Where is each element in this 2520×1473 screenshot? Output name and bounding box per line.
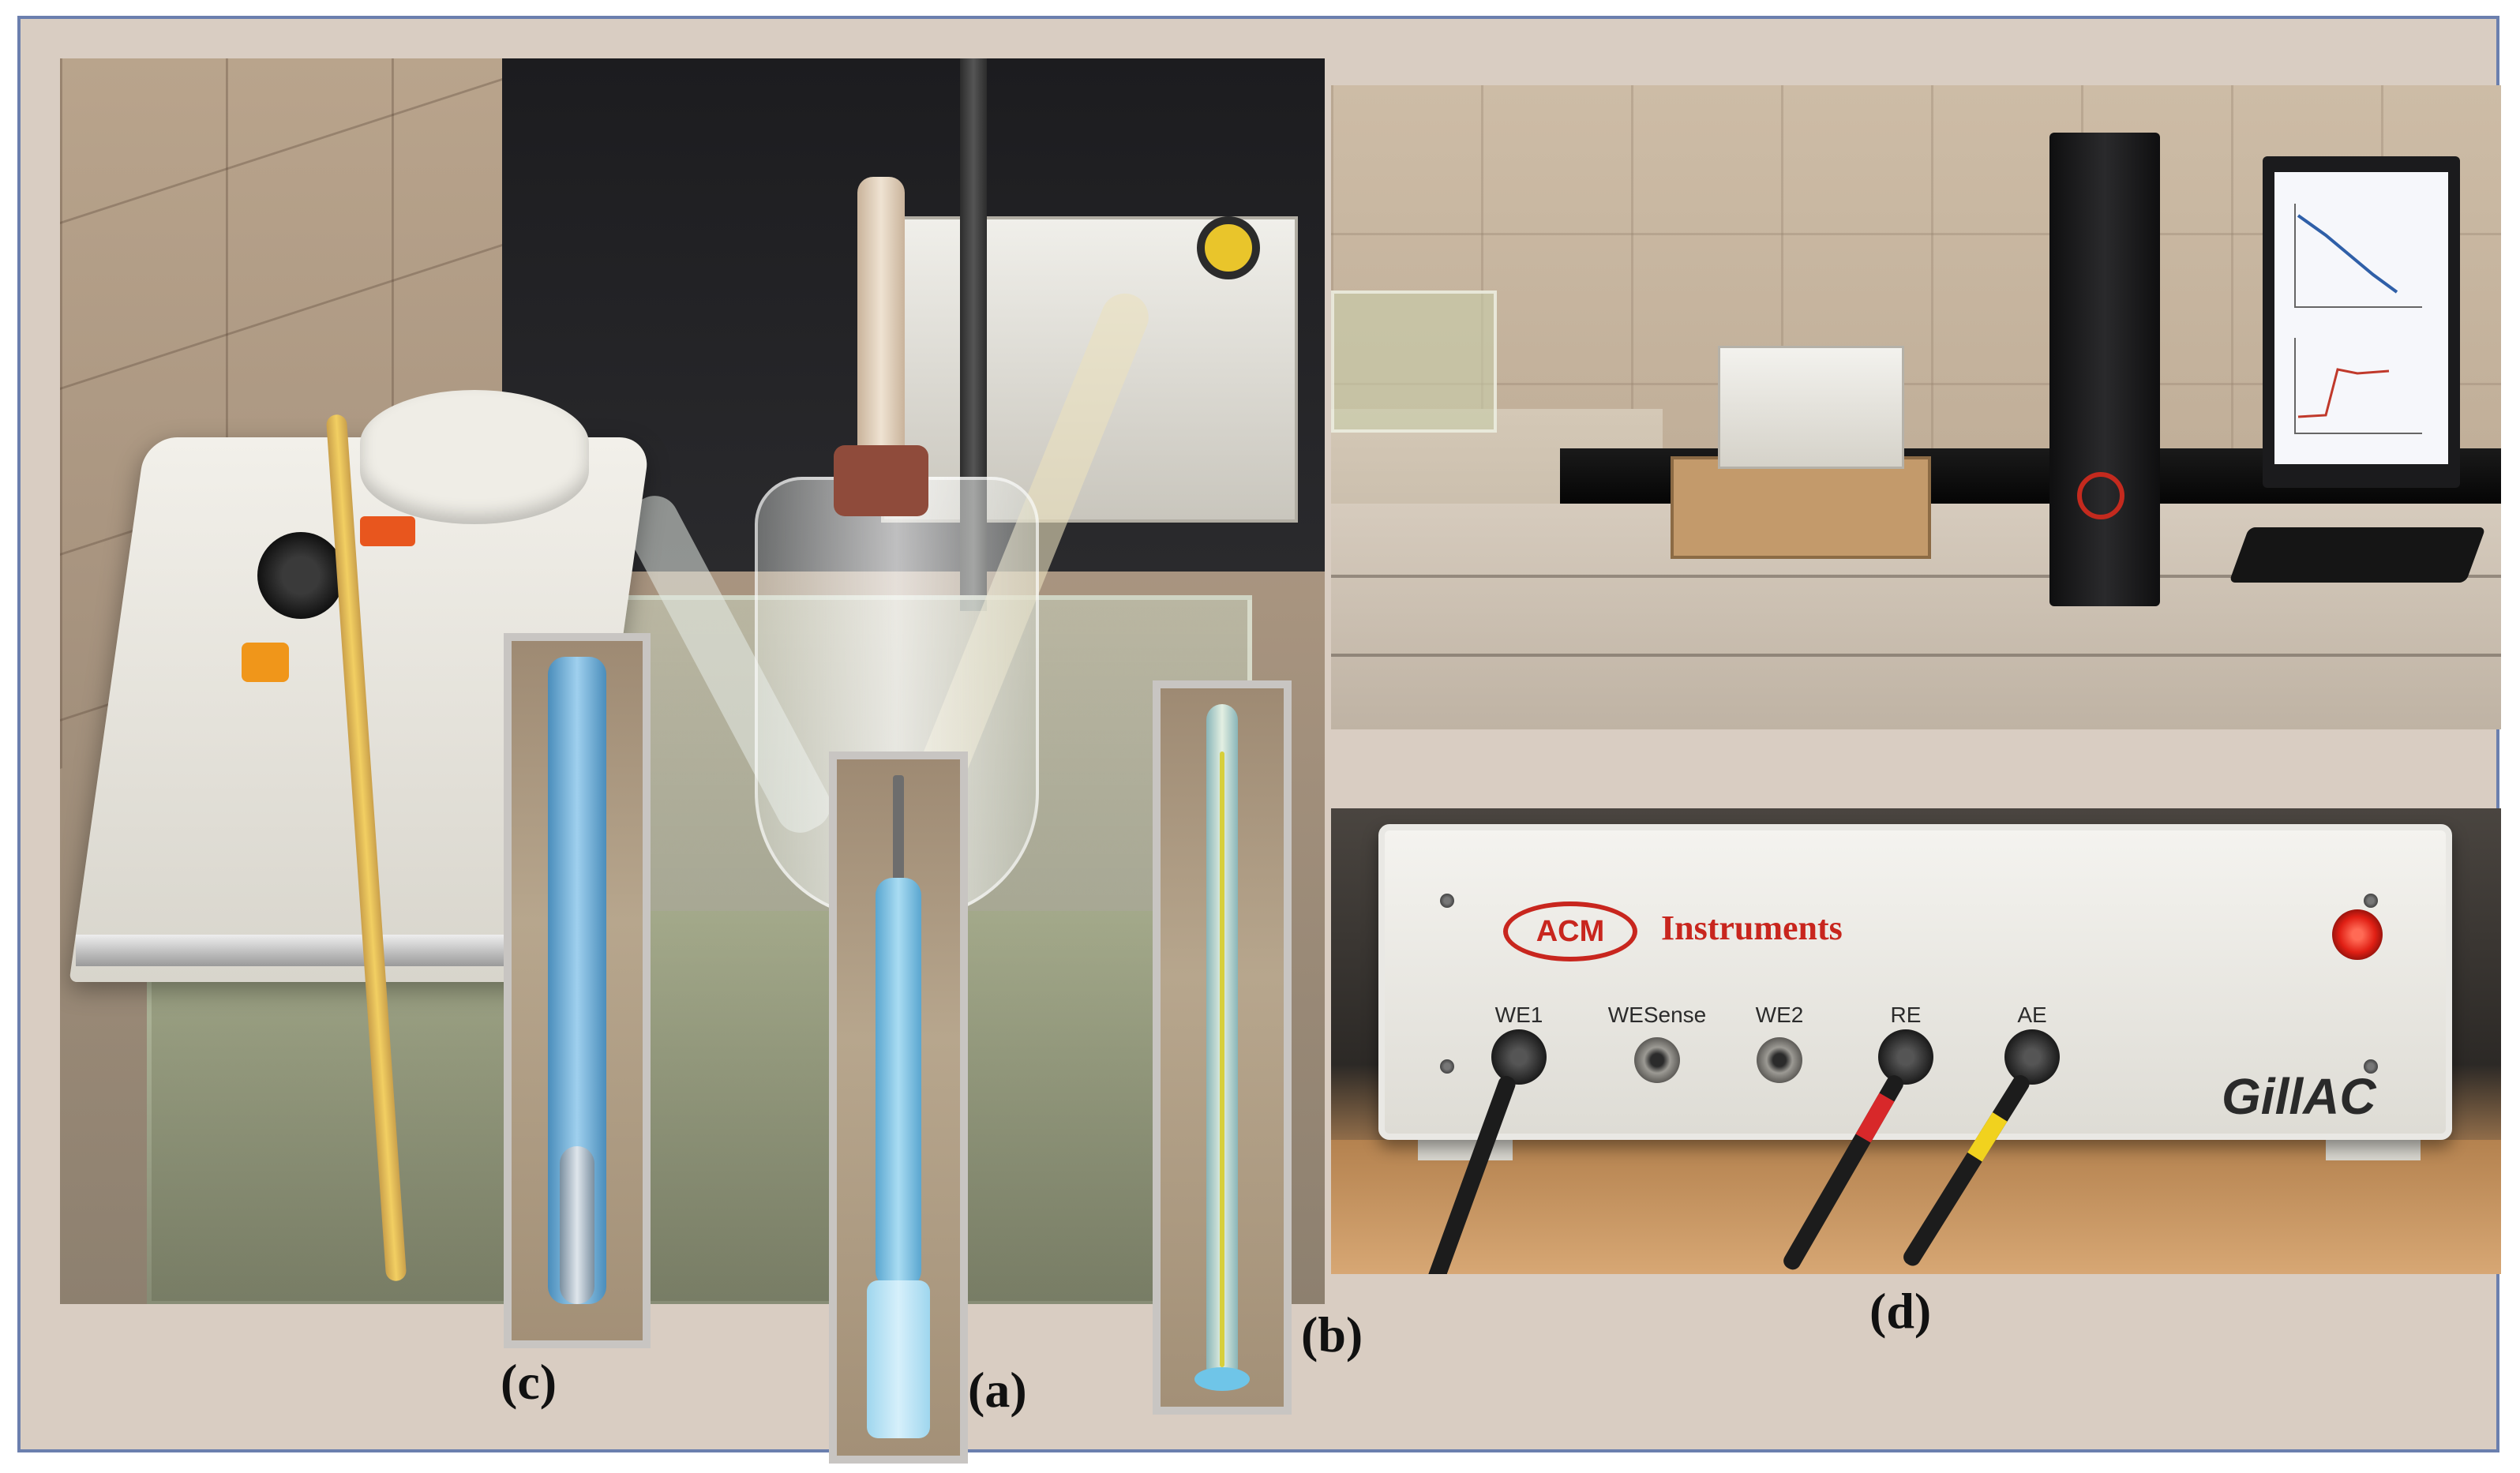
keyboard <box>2229 527 2486 583</box>
power-led-icon <box>2332 909 2383 960</box>
port-we2 <box>1757 1037 1802 1083</box>
instrument-front-panel: ACM Instruments WE1 WESense WE2 RE AE Gi… <box>1378 824 2452 1140</box>
thermostat-knob-icon <box>257 532 344 619</box>
wooden-stand <box>1671 456 1931 559</box>
port-wesense <box>1634 1037 1680 1083</box>
potentiostat-unit <box>1718 346 1904 469</box>
plug-we1 <box>1491 1029 1547 1085</box>
computer-tower <box>2049 133 2160 606</box>
panel-label-a: (a) <box>968 1362 1027 1418</box>
electrode-tip <box>560 1146 594 1304</box>
yellow-clip <box>1197 216 1260 279</box>
panel-label-b: (b) <box>1301 1306 1363 1362</box>
electrode-inset-c <box>504 633 651 1348</box>
thermostat-top <box>360 390 589 524</box>
working-electrode <box>876 878 921 1288</box>
cell-cap <box>834 445 928 516</box>
thermostat-indicator-icon <box>242 643 289 682</box>
model-name: GillAC <box>2222 1068 2376 1125</box>
electrode-inset-a <box>829 751 968 1464</box>
power-ring-icon <box>2077 472 2124 519</box>
electrode-tip <box>1194 1367 1250 1391</box>
cell-setup-photo <box>60 58 1325 1304</box>
monitor-plot-top <box>2294 204 2422 308</box>
plug-re <box>1878 1029 1933 1085</box>
panel-label-d: (d) <box>1869 1283 1932 1339</box>
port-label-we2: WE2 <box>1755 1003 1804 1027</box>
electrode-rod <box>893 775 904 886</box>
monitor-plot-bottom <box>2294 338 2422 434</box>
port-label-we1: WE1 <box>1494 1003 1543 1027</box>
water-bath-tank <box>1331 290 1497 433</box>
port-label-ae: AE <box>2017 1003 2047 1027</box>
port-label-re: RE <box>1890 1003 1922 1027</box>
gillac-front-panel-photo: ACM Instruments WE1 WESense WE2 RE AE Gi… <box>1331 808 2501 1274</box>
plug-ae <box>2004 1029 2060 1085</box>
electrode-inset-b <box>1153 680 1292 1415</box>
acm-logo: ACM <box>1503 901 1637 961</box>
cell-electrode <box>857 177 905 477</box>
thermostat-mount-plate <box>76 935 518 966</box>
lab-bench-photo <box>1331 85 2501 729</box>
brand-name: Instruments <box>1661 909 1843 947</box>
port-label-wesense: WESense <box>1607 1003 1707 1027</box>
electrode-holder <box>867 1280 930 1438</box>
figure-frame: ACM Instruments WE1 WESense WE2 RE AE Gi… <box>17 16 2501 1464</box>
monitor-curves <box>2297 214 2398 418</box>
electrode-wire <box>1220 751 1224 1367</box>
thermostat-switch-icon <box>360 516 415 546</box>
panel-label-c: (c) <box>501 1354 557 1410</box>
